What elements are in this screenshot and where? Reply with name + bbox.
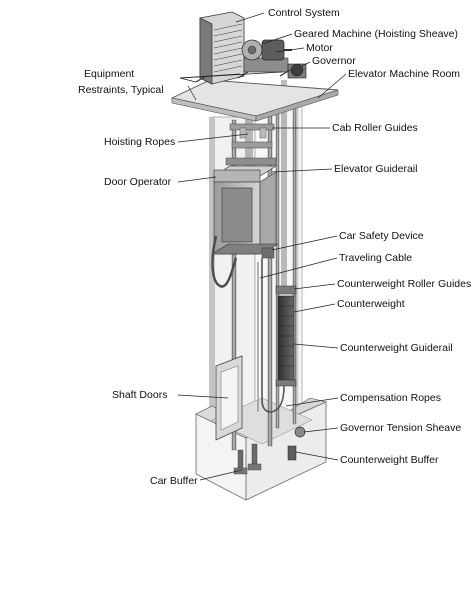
compensation-ropes (261, 258, 285, 413)
elevator-cab (210, 165, 280, 259)
label-car-buffer: Car Buffer (150, 475, 198, 487)
shaft-door (215, 355, 243, 441)
equipment-restraints (195, 69, 291, 83)
label-geared-machine: Geared Machine (Hoisting Sheave) (294, 28, 459, 40)
label-governor: Governor (312, 55, 356, 67)
label-door-operator: Door Operator (104, 176, 172, 188)
label-equipment-restraints-2: Restraints, Typical (78, 84, 164, 96)
label-elevator-machine-room: Elevator Machine Room (348, 68, 461, 80)
cab-frame (225, 123, 277, 166)
car-safety-device (261, 247, 275, 259)
door-operator (213, 169, 261, 183)
label-cab-roller-guides: Cab Roller Guides (332, 122, 418, 134)
pit (195, 397, 328, 501)
label-car-safety-device: Car Safety Device (339, 230, 424, 242)
label-traveling-cable: Traveling Cable (339, 252, 413, 264)
label-elevator-guiderail: Elevator Guiderail (334, 163, 418, 175)
counterweight-roller-guide (275, 285, 297, 295)
label-counterweight-buffer: Counterweight Buffer (340, 454, 439, 466)
counterweight-block (277, 295, 295, 381)
label-counterweight: Counterweight (337, 298, 405, 310)
label-shaft-doors: Shaft Doors (112, 389, 168, 401)
machine-room (170, 79, 339, 122)
label-equipment-restraints-1: Equipment (84, 68, 135, 80)
governor-shape (287, 63, 307, 79)
counterweight-buffer-shape (287, 445, 297, 461)
traveling-cable (211, 235, 238, 288)
label-compensation-ropes: Compensation Ropes (340, 392, 441, 404)
counterweight-assembly (275, 285, 297, 387)
leader-lines (177, 12, 347, 481)
label-motor: Motor (306, 42, 333, 54)
car-buffer (233, 443, 262, 475)
label-counterweight-roller-guides: Counterweight Roller Guides (337, 278, 472, 290)
governor-tension-sheave-shape (294, 426, 306, 438)
geared-machine (241, 39, 292, 73)
car-guiderail-left (231, 119, 237, 451)
label-control-system: Control System (268, 7, 340, 19)
label-counterweight-guiderail: Counterweight Guiderail (340, 342, 453, 354)
cab-platform (210, 243, 280, 255)
cab-door-opening (221, 187, 253, 243)
cab-side (259, 171, 277, 255)
control-cabinet (199, 11, 245, 85)
machine-room-slab-side (255, 89, 339, 122)
label-hoisting-ropes: Hoisting Ropes (104, 136, 176, 148)
label-governor-tension-sheave: Governor Tension Sheave (340, 422, 462, 434)
